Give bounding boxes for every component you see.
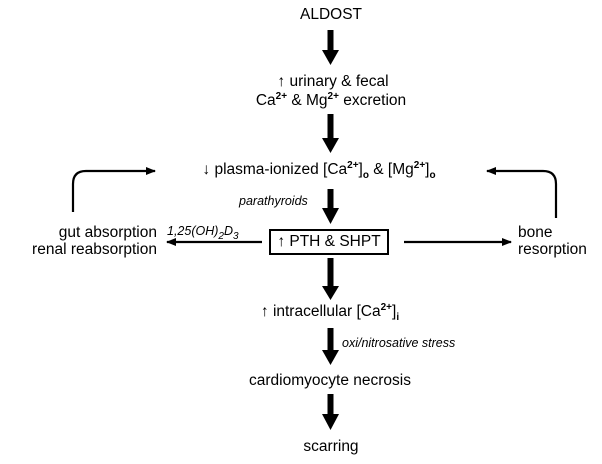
up-arrow-icon: ↑ (277, 73, 286, 90)
node-intracellular-ca: ↑ intracellular [Ca2+]i (260, 302, 400, 323)
node-excretion-line2: Ca2+ & Mg2+ excretion (255, 91, 407, 110)
arrow-aldost-to-excretion (322, 30, 339, 65)
node-renal-reabsorption: renal reabsorption (32, 241, 157, 258)
node-cardiomyocyte-necrosis: cardiomyocyte necrosis (249, 372, 411, 389)
node-bone: bone (518, 224, 553, 241)
arrow-excretion-to-plasma (322, 114, 339, 153)
arrow-intracellular-to-necrosis (322, 328, 339, 365)
node-excretion-line1: ↑ urinary & fecal (277, 73, 389, 90)
down-arrow-icon: ↓ (202, 161, 211, 178)
label-parathyroids: parathyroids (239, 194, 308, 208)
feedback-arrow-left (71, 167, 156, 212)
node-resorption: resorption (518, 241, 587, 258)
feedback-arrow-right (486, 167, 558, 218)
arrow-pth-to-intracellular (322, 258, 339, 300)
node-plasma-ionized: ↓ plasma-ionized [Ca2+]o & [Mg2+]o (202, 160, 436, 181)
up-arrow-icon: ↑ (260, 303, 269, 320)
up-arrow-icon: ↑ (277, 233, 286, 250)
node-scarring: scarring (303, 438, 359, 455)
arrow-plasma-to-pth (322, 189, 339, 224)
label-calcitriol: 1,25(OH)2D3 (167, 224, 239, 242)
node-gut-absorption: gut absorption (58, 224, 157, 241)
node-aldost: ALDOST (299, 6, 363, 23)
arrow-necrosis-to-scarring (322, 394, 339, 430)
label-oxi-nitrosative-stress: oxi/nitrosative stress (342, 336, 456, 350)
node-pth-shpt: ↑ PTH & SHPT (269, 229, 389, 255)
